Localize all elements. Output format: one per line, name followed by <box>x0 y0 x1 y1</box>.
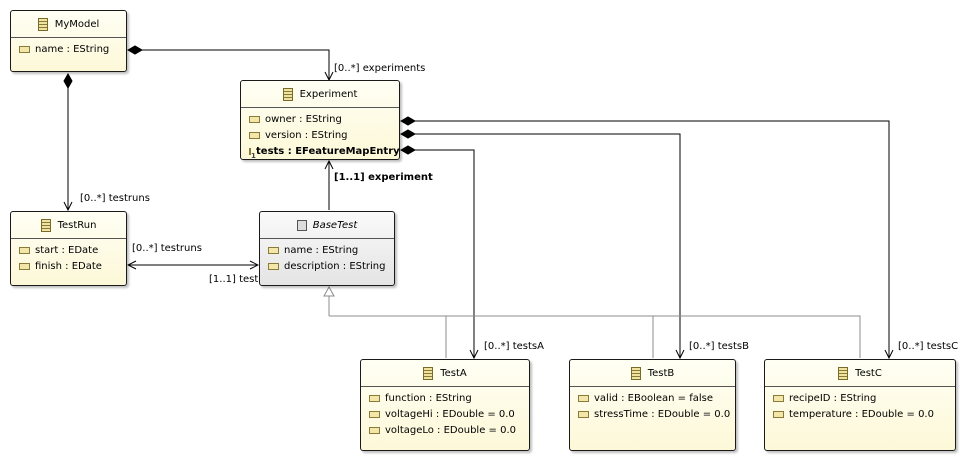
eattribute-icon <box>369 394 380 402</box>
eattribute-icon <box>268 246 279 254</box>
class-experiment[interactable]: Experiment owner : EString version : ESt… <box>240 80 400 160</box>
class-header: MyModel <box>11 11 126 38</box>
eclass-icon <box>630 366 641 380</box>
ref-experiments[interactable] <box>126 45 329 80</box>
class-header: TestRun <box>11 212 126 239</box>
eclass-icon <box>37 17 48 31</box>
attribute[interactable]: stressTime : EDouble = 0.0 <box>570 406 735 422</box>
class-name: Experiment <box>299 88 358 100</box>
eattribute-icon <box>578 410 589 418</box>
attribute[interactable]: version : EString <box>241 127 399 143</box>
class-name: MyModel <box>54 18 100 30</box>
attribute[interactable]: start : EDate <box>11 242 126 258</box>
class-name: TestC <box>855 367 882 379</box>
label-experiments: [0..*] experiments <box>334 63 426 74</box>
attribute[interactable]: tests : EFeatureMapEntry <box>241 143 400 160</box>
attribute[interactable]: name : EString <box>260 242 394 258</box>
ref-testsB[interactable] <box>399 129 680 358</box>
class-name: TestRun <box>57 219 97 231</box>
eattribute-icon <box>249 115 260 123</box>
attribute[interactable]: owner : EString <box>241 111 399 127</box>
ref-testruns-model[interactable] <box>63 72 73 210</box>
class-testc[interactable]: TestC recipeID : EString temperature : E… <box>764 359 956 451</box>
class-header: TestC <box>765 360 955 387</box>
label-testruns: [0..*] testruns <box>132 243 202 254</box>
class-testrun[interactable]: TestRun start : EDate finish : EDate <box>10 211 127 286</box>
ref-testsA[interactable] <box>399 145 474 358</box>
eattribute-icon <box>773 394 784 402</box>
abstract-class-icon <box>296 219 307 231</box>
label-testruns-model: [0..*] testruns <box>80 193 150 204</box>
eattribute-icon <box>19 262 30 270</box>
eattribute-icon <box>578 394 589 402</box>
class-mymodel[interactable]: MyModel name : EString <box>10 10 127 72</box>
class-name: BaseTest <box>312 219 358 231</box>
featuremap-icon <box>249 147 256 160</box>
attribute[interactable]: voltageLo : EDouble = 0.0 <box>361 422 529 438</box>
attribute[interactable]: name : EString <box>11 41 126 57</box>
class-testb[interactable]: TestB valid : EBoolean = false stressTim… <box>569 359 736 451</box>
attribute[interactable]: recipeID : EString <box>765 390 955 406</box>
attribute[interactable]: temperature : EDouble = 0.0 <box>765 406 955 422</box>
eclass-icon <box>282 87 293 101</box>
class-header: BaseTest <box>260 212 394 239</box>
class-header: Experiment <box>241 81 399 108</box>
class-testa[interactable]: TestA function : EString voltageHi : EDo… <box>360 359 530 451</box>
eclass-icon <box>40 218 51 232</box>
label-testsA: [0..*] testsA <box>484 341 544 352</box>
eattribute-icon <box>19 246 30 254</box>
label-test: [1..1] test <box>209 274 259 285</box>
containment-diamond <box>63 72 73 90</box>
generalization-arrowhead <box>323 285 335 297</box>
eattribute-icon <box>369 410 380 418</box>
class-name: TestB <box>647 367 675 379</box>
attribute[interactable]: voltageHi : EDouble = 0.0 <box>361 406 529 422</box>
containment-diamond <box>399 116 417 126</box>
ref-testsC[interactable] <box>399 116 889 358</box>
eattribute-icon <box>268 262 279 270</box>
class-name: TestA <box>440 367 467 379</box>
eclass-icon <box>838 366 849 380</box>
class-header: TestB <box>570 360 735 387</box>
eattribute-icon <box>773 410 784 418</box>
attribute[interactable]: valid : EBoolean = false <box>570 390 735 406</box>
containment-diamond <box>399 129 417 139</box>
eattribute-icon <box>369 426 380 434</box>
eattribute-icon <box>19 45 30 53</box>
label-experiment: [1..1] experiment <box>334 172 433 183</box>
eattribute-icon <box>249 131 260 139</box>
attribute[interactable]: function : EString <box>361 390 529 406</box>
containment-diamond <box>126 45 144 55</box>
class-header: TestA <box>361 360 529 387</box>
eclass-icon <box>423 366 434 380</box>
label-testsB: [0..*] testsB <box>689 341 749 352</box>
attribute[interactable]: description : EString <box>260 258 394 274</box>
class-basetest[interactable]: BaseTest name : EString description : ES… <box>259 211 395 286</box>
generalization-lines[interactable] <box>323 285 861 358</box>
attribute[interactable]: finish : EDate <box>11 258 126 274</box>
containment-diamond <box>399 145 417 155</box>
label-testsC: [0..*] testsC <box>898 341 959 352</box>
